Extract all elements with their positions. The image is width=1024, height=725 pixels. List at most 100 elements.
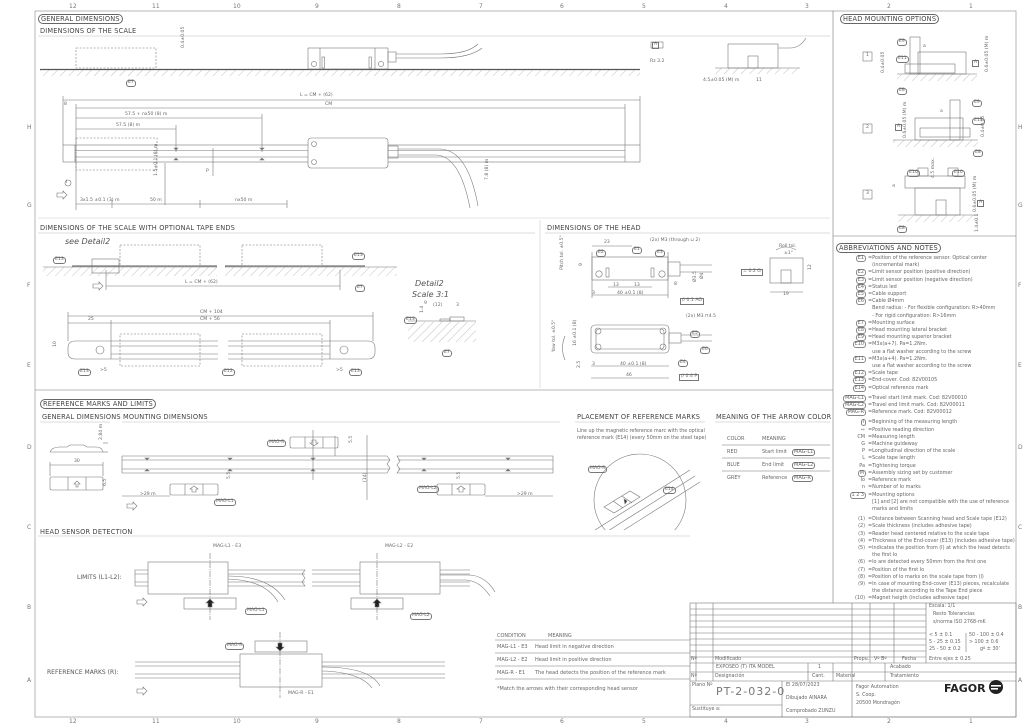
abbreviation-key: E13 [838,377,868,385]
abbreviation-key-text: (1) [858,516,865,523]
abbreviation-key: E5 [838,291,868,299]
callout-head-e3: E3 [655,250,665,257]
callout-mounting-e8b: E8 [973,150,983,157]
section-general-dimensions: GENERAL DIMENSIONS [38,14,123,24]
row-label-right: H [1018,124,1023,131]
abbreviation-key: (6) [838,559,868,566]
abbreviation-text: Reference mark. Cod: 82V00012 [872,409,952,416]
dim-label-scale-CM: CM [325,102,333,107]
abbreviations-list: E1= Position of the reference sensor. Op… [838,255,1016,603]
col-label-top: 6 [560,3,564,10]
callout-tape_ends-e13e: E13 [404,317,417,324]
abbreviation-item: M= Assembly sizing set by customer [838,469,1016,477]
arrow-table-color: RED [727,449,738,455]
date-value: El 28/07/2023 [786,683,820,688]
abbreviation-text: Position of Io marks on the scale tape f… [872,573,984,580]
arrow-table-meaning: Reference [762,475,788,481]
col-label-bottom: 9 [315,718,319,725]
abbreviation-key: CM [838,434,868,441]
dim-label-scale-d15: 1.5±0.1 (8) m [154,143,159,176]
abbreviation-text: Position of the reference sensor. Optica… [872,255,987,269]
abbreviation-text: Magnet heigth (includes adhesive tape) [872,595,970,602]
abbreviation-key: E10 [838,341,868,355]
abbreviation-item: G= Machine guideway [838,441,1016,448]
abbreviation-item: MAG-R= Reference mark. Cod: 82V00012 [838,409,1016,417]
abbreviation-text: In case of mounting End-cover (E13) piec… [872,580,1010,595]
abbreviation-item: E6= Cable Ø4mm Bend radius: - For flexib… [838,298,1016,320]
abbreviation-key: (1) [838,516,868,523]
tolerance-norm: s/norma ISO 2768-mK [933,620,986,625]
dim-label-ref-d55c: 5.5 [457,471,462,479]
abbreviation-item: (9)= In case of mounting End-cover (E13)… [838,581,1016,595]
callout-ref-magl1: MAG-L1 [214,499,236,506]
row-label-left: F [27,282,31,289]
callout-tape_ends-e13a: E13 [53,257,66,264]
row-label-right: F [1018,282,1022,289]
callout-mounting-e8c: E8 [897,226,907,233]
abbreviation-text: Io are detected every 50mm from the firs… [872,559,987,566]
abbreviation-key: E11 [838,355,868,370]
section-ref-mounting: MOUNTING DIMENSIONS [123,413,208,421]
tol-right-1: > 100 ± 0.6 [969,640,999,645]
abbreviation-key-text: E14 [852,384,866,392]
abbreviation-key: E6 [838,298,868,320]
abbreviation-text: Limit sensor position (negative directio… [872,276,973,283]
abbreviation-text: Optical reference mark [872,384,929,391]
callout-tape_ends-e13d: E13 [349,369,362,376]
abbreviation-key-text: G [861,441,865,448]
dim-label-scale-x8: 8 [64,102,67,107]
condition-table-meaning: The head detects the position of the ref… [535,670,666,676]
rev-date-header: Fecha [902,657,917,662]
abbreviation-key-text: E10 [852,341,866,349]
dim-label-scale-rz: Rz 3.2 [650,59,665,64]
abbreviation-key: Io [838,477,868,484]
callout-tape_ends-e12: E12 [222,369,235,376]
abbreviation-item: E5= Cable support [838,291,1016,299]
col-label-bottom: 11 [152,718,160,725]
abbreviation-key: G [838,441,868,448]
abbreviation-key-text: MAG-R [845,409,866,417]
arrow-table-header-meaning: MEANING [762,436,786,442]
dim-label-head-d40: 40 ±0.1 (8) [617,291,644,296]
abbreviation-key-text: M [857,469,866,477]
row-label-left: C [27,524,32,531]
abbreviation-item: Io= Reference mark [838,477,1016,484]
abbreviation-key-text: (2) [858,523,865,530]
abbreviation-key-text: (5) [858,544,865,551]
abbreviation-key: MAG-R [838,409,868,417]
abbreviation-item: (3)= Reader head centered relative to th… [838,531,1016,538]
abbreviation-text: Head mounting superior bracket [872,334,952,341]
abbreviation-key: ⇨ [838,427,868,434]
col-label-bottom: 8 [397,718,401,725]
dim-label-scale-p575: 57.5 (8) m [116,123,141,128]
callout-head-e1: E1 [632,247,642,254]
dim-label-head-d4: Ø4 [700,272,705,279]
fagor-logo-icon [989,680,1004,694]
section-dimensions-scale: DIMENSIONS OF THE SCALE [40,27,137,35]
abbreviation-item: E9= Head mounting superior bracket [838,334,1016,342]
dim-label-sensor-l2e2: MAG-L2 - E2 [385,544,414,549]
dim-label-sensor-limits: LIMITS (L1-L2): [77,574,122,581]
callout-mounting-e10b: E10 [952,170,965,177]
abbreviation-key: E4 [838,283,868,291]
dim-label-head-perp: ⊥ 0.2 G [741,269,763,276]
abbreviation-item: 1 2 3= Mounting options [1] and [2] are … [838,491,1016,514]
callout-sensor-magl1: MAG-L1 [245,608,267,615]
abbreviation-key: E3 [838,276,868,284]
callout-scale-e7: E7 [126,80,136,87]
dim-label-tape_ends-d25: 25 [88,317,94,322]
dim-label-tape_ends-gt5b: >5 [336,368,343,373]
tol-left-0: < 5 ± 0.1 [929,633,953,638]
abbreviation-key-text: CM [857,433,865,440]
abbreviation-text: Indicates the position from (I) at which… [872,544,1010,559]
abbreviation-key-text: (3) [858,530,865,537]
finish-label: Acabado [890,665,911,670]
abbreviation-item: MAG-L2= Travel end limit mark. Cod: 82V0… [838,402,1016,410]
dim-label-scale-d78: 7.8 (8) m [485,158,490,180]
col-label-top: 10 [233,3,241,10]
company-address: 20500 Mondragón [856,701,900,706]
callout-tape_ends-e13b: E13 [352,253,365,260]
dim-label-head-w23: 23 [604,240,610,245]
dim-label-head-w46: 46 [626,373,632,378]
